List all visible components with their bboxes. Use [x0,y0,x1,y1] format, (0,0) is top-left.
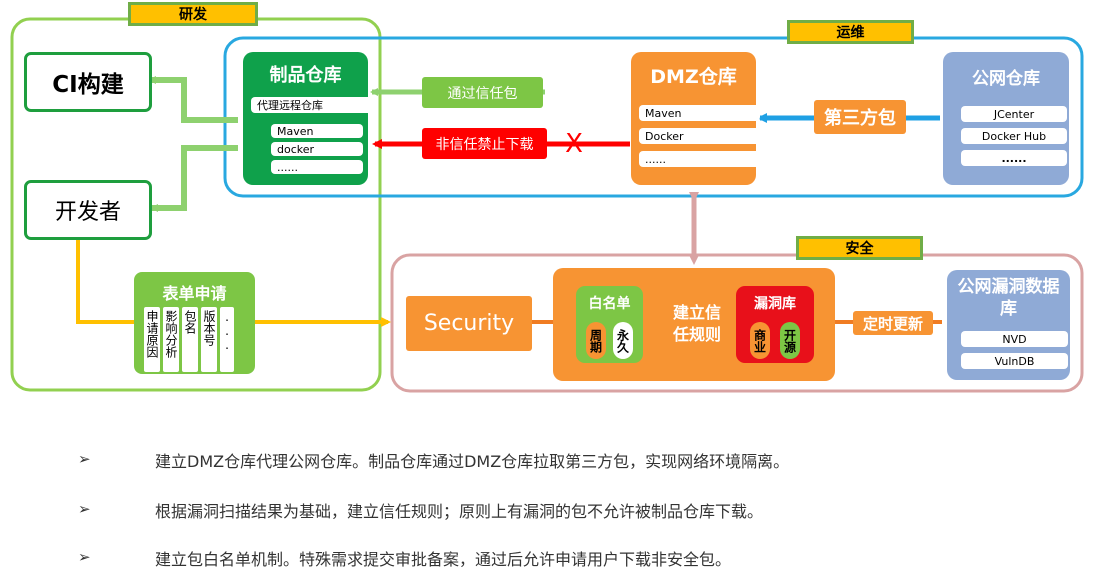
arrow-artifact-to-ci [148,76,238,123]
bullet-marker-3: ➢ [78,548,91,566]
vuln-db-title: 漏洞库 [754,296,796,312]
dmz-item-maven: Maven [639,105,760,121]
block-cross-icon: X [565,129,583,159]
dmz-repo-node: DMZ仓库 Maven Docker ...... [631,52,760,185]
ci-build-node: CI构建 [24,52,152,112]
dmz-item-more: ...... [639,151,760,167]
public-vuln-db-node: 公网漏洞数据库 NVD VulnDB [947,270,1070,380]
artifact-proxy-label: 代理远程仓库 [251,97,374,113]
artifact-repo-title: 制品仓库 [269,65,342,86]
public-vuln-vulndb: VulnDB [961,353,1068,369]
scheduled-update-label: 定时更新 [853,311,933,335]
whitelist-title: 白名单 [588,296,631,312]
public-vuln-nvd: NVD [961,331,1068,347]
arrow-developer-to-security [76,240,391,327]
developer-node: 开发者 [24,180,152,240]
vuln-db-box: 漏洞库 商业 开源 [736,286,814,363]
third-party-package-label: 第三方包 [814,100,906,134]
artifact-item-more: ...... [271,160,363,174]
bullet-marker-2: ➢ [78,500,91,518]
vuln-commercial-text: 商业 [752,328,767,353]
arrow-artifact-to-developer [150,145,238,212]
tag-ops: 运维 [787,20,914,44]
public-item-more: ...... [961,150,1067,166]
public-item-jcenter: JCenter [961,106,1067,122]
security-node: Security [406,296,532,351]
artifact-item-docker: docker [271,142,363,156]
trust-rules-node: 白名单 周期 永久 建立信任规则 漏洞库 商业 开源 [553,268,835,381]
security-region-border [390,253,1084,393]
public-repo-node: 公网仓库 JCenter Docker Hub ...... [943,52,1069,185]
whitelist-box: 白名单 周期 永久 [576,286,643,363]
trusted-package-label: 通过信任包 [422,77,543,108]
bullet-marker-1: ➢ [78,450,91,468]
untrusted-block-label: 非信任禁止下载 [422,128,547,159]
artifact-repo-node: 制品仓库 代理远程仓库 Maven docker ...... [243,52,374,185]
whitelist-period-text: 周期 [588,328,603,353]
dmz-item-docker: Docker [639,128,760,144]
tag-security: 安全 [796,236,923,260]
form-request-node: 表单申请 申请原因 影响分析 包名 版本号 ... [134,272,255,374]
vuln-opensource-text: 开源 [782,328,797,353]
form-col-impact: 影响分析 [163,307,179,372]
form-col-more: ... [220,307,234,372]
public-item-dockerhub: Docker Hub [961,128,1067,144]
dmz-repo-title: DMZ仓库 [650,66,737,88]
form-request-columns: 申请原因 影响分析 包名 版本号 ... [144,307,234,372]
whitelist-period-pill: 周期 [586,322,606,359]
bullet-text-1: 建立DMZ仓库代理公网仓库。制品仓库通过DMZ仓库拉取第三方包，实现网络环境隔离… [155,452,790,471]
form-col-version: 版本号 [201,307,217,372]
tag-dev: 研发 [128,2,258,26]
bullet-text-2: 根据漏洞扫描结果为基础，建立信任规则；原则上有漏洞的包不允许被制品仓库下载。 [155,502,764,521]
public-vuln-db-title: 公网漏洞数据库 [957,277,1060,319]
vuln-opensource-pill: 开源 [780,322,800,359]
artifact-item-maven: Maven [271,124,363,138]
public-repo-title: 公网仓库 [972,69,1040,89]
form-request-title: 表单申请 [162,284,227,303]
bullet-text-3: 建立包白名单机制。特殊需求提交审批备案，通过后允许申请用户下载非安全包。 [155,550,732,569]
ci-build-label: CI构建 [52,72,124,98]
whitelist-permanent-pill: 永久 [613,322,633,359]
form-col-reason: 申请原因 [144,307,160,372]
form-col-package: 包名 [182,307,198,372]
vuln-commercial-pill: 商业 [750,322,770,359]
trust-rules-title: 建立信任规则 [673,303,722,344]
whitelist-permanent-text: 永久 [615,328,630,353]
developer-label: 开发者 [54,200,121,225]
